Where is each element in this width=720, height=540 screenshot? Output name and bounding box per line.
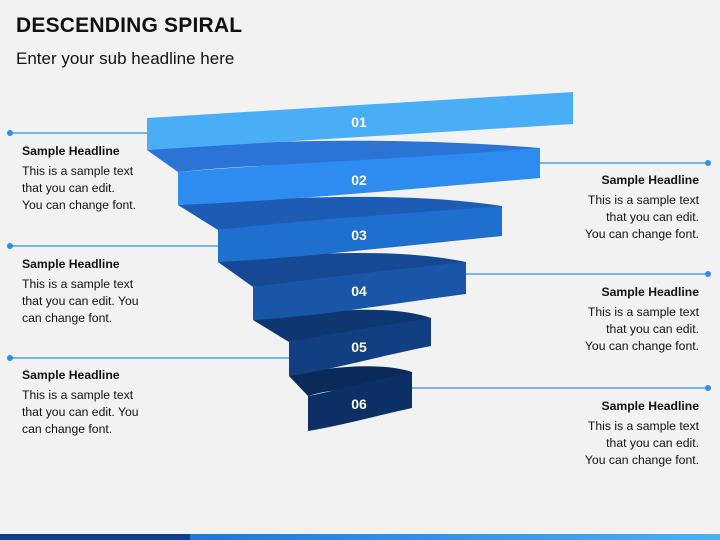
callout-1-line-2: that you can edit. [22, 181, 115, 195]
callout-4-headline: Sample Headline [601, 285, 699, 299]
connector-dot-5 [7, 355, 13, 361]
callout-5-line-3: can change font. [22, 422, 113, 436]
connector-dot-3 [7, 243, 13, 249]
spiral-band-label-3: 03 [351, 227, 367, 243]
callout-3-line-3: can change font. [22, 311, 113, 325]
callout-4-line-3: You can change font. [584, 339, 699, 353]
callout-1-line-3: You can change font. [22, 198, 137, 212]
spiral-back-band-1 [147, 140, 540, 178]
callout-6-line-2: that you can edit. [606, 436, 699, 450]
callout-1-headline: Sample Headline [22, 144, 120, 158]
callout-3-headline: Sample Headline [22, 257, 120, 271]
callout-4-line-2: that you can edit. [606, 322, 699, 336]
callout-2-line-2: that you can edit. [606, 210, 699, 224]
page-title: DESCENDING SPIRAL [16, 14, 243, 37]
callout-1: Sample Headline This is a sample text th… [22, 143, 172, 214]
callout-5: Sample Headline This is a sample text th… [22, 367, 172, 438]
callout-2-line-1: This is a sample text [587, 193, 699, 207]
callout-6: Sample Headline This is a sample text th… [549, 398, 699, 469]
callout-6-line-1: This is a sample text [587, 419, 699, 433]
connector-dot-6 [705, 385, 711, 391]
connector-dot-4 [705, 271, 711, 277]
connector-dot-2 [705, 160, 711, 166]
callout-3-line-1: This is a sample text [22, 277, 134, 291]
spiral-band-label-2: 02 [351, 172, 367, 188]
spiral-band-label-4: 04 [351, 283, 367, 299]
spiral-band-3 [218, 206, 502, 262]
spiral-band-1 [147, 92, 573, 150]
callout-1-line-1: This is a sample text [22, 164, 134, 178]
bottom-accent-dark [0, 534, 190, 540]
callout-5-line-2: that you can edit. You [22, 405, 139, 419]
callout-3-line-2: that you can edit. You [22, 294, 139, 308]
spiral-band-6 [308, 372, 412, 431]
callout-6-line-3: You can change font. [584, 453, 699, 467]
callout-5-headline: Sample Headline [22, 368, 120, 382]
spiral-band-2 [178, 148, 540, 205]
page-subtitle: Enter your sub headline here [16, 49, 235, 68]
spiral-band-label-5: 05 [351, 339, 367, 355]
callout-4-line-1: This is a sample text [587, 305, 699, 319]
bottom-accent-bar [0, 534, 720, 540]
spiral-band-label-1: 01 [351, 114, 367, 130]
callout-2-line-3: You can change font. [584, 227, 699, 241]
callout-2: Sample Headline This is a sample text th… [549, 172, 699, 243]
callout-2-headline: Sample Headline [601, 173, 699, 187]
callout-4: Sample Headline This is a sample text th… [549, 284, 699, 355]
spiral-band-label-6: 06 [351, 396, 367, 412]
connector-dot-1 [7, 130, 13, 136]
callout-5-line-1: This is a sample text [22, 388, 134, 402]
connector-lines [7, 130, 711, 391]
bottom-accent-light [190, 534, 720, 540]
spiral-band-4 [253, 262, 466, 320]
spiral-band-5 [289, 318, 431, 376]
callout-6-headline: Sample Headline [601, 399, 699, 413]
callout-3: Sample Headline This is a sample text th… [22, 256, 172, 327]
spiral-front-bands: 01 02 03 04 05 06 [147, 92, 573, 431]
